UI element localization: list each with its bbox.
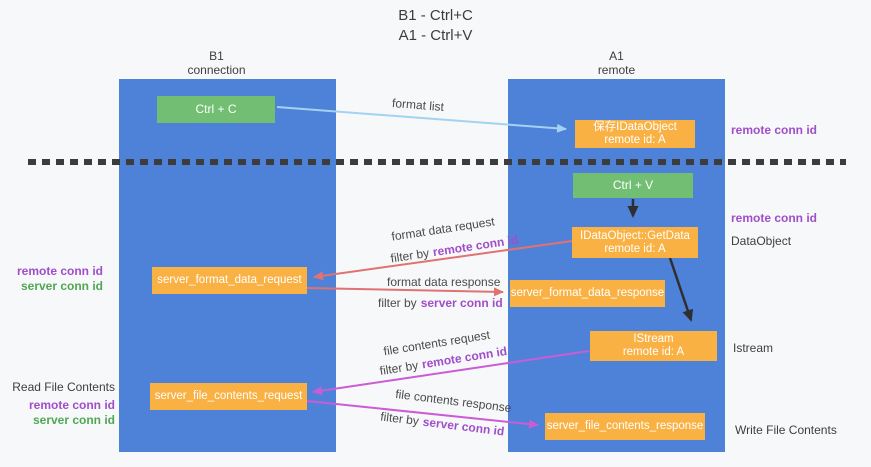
- server-format-data-request-label: server_format_data_request: [157, 274, 302, 286]
- idataobject-getdata-box: IDataObject::GetData remote id: A: [572, 227, 698, 258]
- left-server-conn-id-2: server conn id: [32, 413, 115, 427]
- filter-by-text: filter by: [378, 358, 420, 378]
- filter-by-text: filter by: [389, 245, 431, 266]
- left-remote-conn-id-2: remote conn id: [28, 398, 115, 412]
- save-idataobject-line1: 保存IDataObject: [593, 121, 677, 133]
- format-list-label: format list: [391, 95, 445, 115]
- save-idataobject-box: 保存IDataObject remote id: A: [575, 120, 695, 148]
- left-server-conn-id-1: server conn id: [20, 279, 103, 293]
- filter-server-conn-id: server conn id: [421, 414, 506, 439]
- filter-by-server-conn-id-1: filter by server conn id: [378, 296, 503, 310]
- a1-name: A1: [609, 49, 624, 63]
- save-idataobject-line2: remote id: A: [604, 134, 666, 146]
- b1-name: B1: [209, 49, 224, 63]
- right-write-file-contents-label: Write File Contents: [735, 423, 837, 437]
- left-remote-conn-id-1: remote conn id: [16, 264, 103, 278]
- filter-remote-conn-id: remote conn id: [431, 232, 520, 260]
- getdata-line2: remote id: A: [604, 242, 666, 255]
- istream-box: IStream remote id: A: [590, 331, 717, 361]
- istream-line1: IStream: [633, 333, 674, 345]
- left-conn-id-group-2: Read File Contents remote conn id server…: [0, 380, 115, 428]
- server-file-contents-request-label: server_file_contents_request: [154, 390, 303, 402]
- server-format-data-request-box: server_format_data_request: [152, 267, 307, 294]
- server-file-contents-response-box: server_file_contents_response: [545, 413, 705, 440]
- left-conn-id-group-1: remote conn id server conn id: [0, 264, 103, 294]
- ctrl-c-box: Ctrl + C: [157, 96, 275, 123]
- diagram-title: B1 - Ctrl+C A1 - Ctrl+V: [0, 6, 871, 46]
- getdata-line1: IDataObject::GetData: [580, 229, 690, 242]
- title-line-2: A1 - Ctrl+V: [398, 27, 473, 44]
- title-line-1: B1 - Ctrl+C: [398, 7, 473, 24]
- server-format-data-response-label: server_format_data_response: [510, 287, 665, 299]
- ctrl-v-box: Ctrl + V: [573, 173, 693, 198]
- right-dataobject-label: DataObject: [731, 234, 792, 248]
- header-b1-connection: B1 connection: [108, 49, 325, 77]
- format-data-response-label: format data response: [387, 275, 501, 289]
- filter-server-conn-id: server conn id: [420, 296, 503, 310]
- left-read-file-contents-label: Read File Contents: [12, 380, 115, 394]
- ctrl-c-label: Ctrl + C: [195, 102, 237, 116]
- ctrl-v-label: Ctrl + V: [612, 178, 654, 192]
- a1-role: remote: [597, 63, 636, 77]
- header-a1-remote: A1 remote: [508, 49, 725, 77]
- filter-by-text: filter by: [378, 296, 417, 310]
- right-istream-label: Istream: [733, 341, 774, 355]
- server-format-data-response-box: server_format_data_response: [510, 280, 665, 307]
- right-remote-conn-id-2: remote conn id: [731, 211, 818, 225]
- right-remote-conn-id-1: remote conn id: [731, 123, 818, 137]
- server-file-contents-request-box: server_file_contents_request: [150, 383, 307, 410]
- istream-line2: remote id: A: [622, 346, 685, 358]
- filter-by-text: filter by: [379, 409, 420, 429]
- b1-role: connection: [187, 63, 246, 77]
- server-file-contents-response-label: server_file_contents_response: [546, 420, 704, 432]
- filter-by-server-conn-id-2: filter by server conn id: [380, 409, 505, 438]
- file-contents-response-label: file contents response: [394, 386, 513, 416]
